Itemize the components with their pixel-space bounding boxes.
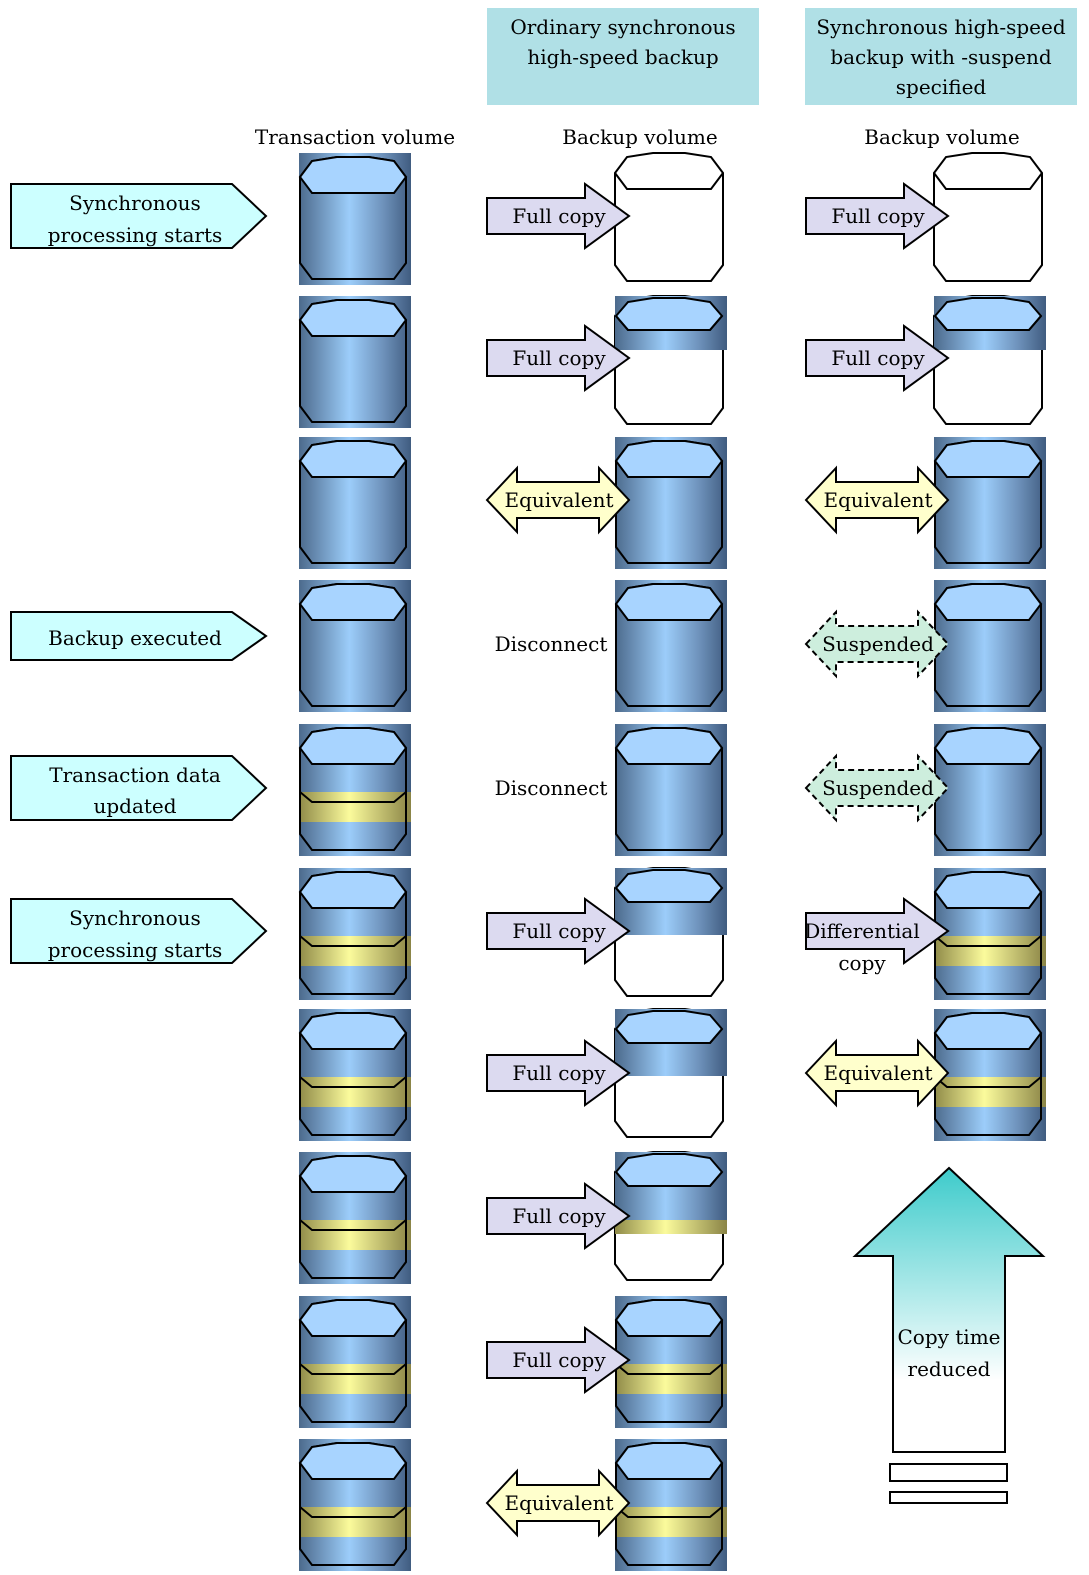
backup-ordinary-volume-1 <box>614 152 724 282</box>
transaction-volume-1 <box>298 153 411 285</box>
header-suspend: Synchronous high-speed backup with -susp… <box>805 8 1077 105</box>
backup-ordinary-volume-8 <box>614 1151 727 1281</box>
copy-time-reduced-line-2: reduced <box>908 1357 991 1381</box>
differential-copy-line-1: Differential <box>804 919 920 943</box>
suspend-arrow-7-label: Equivalent <box>823 1061 932 1085</box>
backup-suspend-volume-5 <box>933 724 1046 856</box>
ordinary-arrow-8: Full copy <box>486 1182 631 1250</box>
suspend-arrow-4: Suspended <box>804 609 950 679</box>
ordinary-arrow-7-label: Full copy <box>512 1061 606 1085</box>
ordinary-disconnect-1: Disconnect <box>495 632 608 656</box>
copy-time-reduced-arrow: Copy time reduced <box>852 1166 1046 1504</box>
transaction-volume-2 <box>298 296 411 428</box>
suspend-arrow-5: Suspended <box>804 753 950 823</box>
ordinary-arrow-9: Full copy <box>486 1326 631 1394</box>
transaction-volume-7 <box>298 1009 411 1141</box>
suspend-arrow-2-label: Full copy <box>831 346 925 370</box>
transaction-volume-4 <box>298 580 411 712</box>
suspend-arrow-6: Differential copy <box>804 897 950 975</box>
suspend-arrow-2: Full copy <box>805 324 950 392</box>
volumes-layer <box>298 152 1046 1571</box>
backup-ordinary-volume-5 <box>614 724 727 856</box>
backup-ordinary-volume-9 <box>614 1296 727 1428</box>
ordinary-arrow-6: Full copy <box>486 897 631 965</box>
backup-suspend-volume-1 <box>933 152 1043 282</box>
header-ordinary-line-2: high-speed backup <box>527 45 718 69</box>
backup-ordinary-volume-2 <box>614 295 727 425</box>
ordinary-arrow-1-label: Full copy <box>512 204 606 228</box>
event-backup-executed-label: Backup executed <box>48 626 222 650</box>
ordinary-arrow-6-label: Full copy <box>512 919 606 943</box>
backup-suspend-volume-7 <box>933 1009 1046 1141</box>
backup-suspend-volume-2 <box>933 295 1046 425</box>
backup-suspend-volume-4 <box>933 580 1046 712</box>
backup-ordinary-volume-3 <box>614 437 727 569</box>
header-ordinary-line-1: Ordinary synchronous <box>510 15 735 39</box>
event-sync-start-1: Synchronous processing starts <box>10 183 268 249</box>
backup-ordinary-volume-4 <box>614 580 727 712</box>
ordinary-arrow-3: Equivalent <box>485 465 631 535</box>
ordinary-arrow-2-label: Full copy <box>512 346 606 370</box>
transaction-volume-9 <box>298 1296 411 1428</box>
transaction-volume-8 <box>298 1152 411 1284</box>
backup-ordinary-volume-7 <box>614 1008 727 1138</box>
suspend-arrow-7: Equivalent <box>804 1038 950 1108</box>
column-label-transaction: Transaction volume <box>255 125 455 149</box>
suspend-arrow-3: Equivalent <box>804 465 950 535</box>
backup-suspend-volume-3 <box>933 437 1046 569</box>
event-sync-start-1-line-2: processing starts <box>48 223 223 247</box>
event-backup-executed: Backup executed <box>10 611 268 661</box>
event-transaction-updated-line-2: updated <box>93 794 176 818</box>
header-suspend-line-2: backup with -suspend <box>830 45 1052 69</box>
suspend-arrow-5-label: Suspended <box>822 776 934 800</box>
ordinary-arrow-8-label: Full copy <box>512 1204 606 1228</box>
suspend-arrow-1: Full copy <box>805 182 950 250</box>
backup-ordinary-volume-10 <box>614 1439 727 1571</box>
transaction-volume-3 <box>298 437 411 569</box>
event-sync-start-2-line-1: Synchronous <box>69 906 201 930</box>
transaction-volume-5 <box>298 724 411 856</box>
suspend-arrow-4-label: Suspended <box>822 632 934 656</box>
backup-ordinary-volume-6 <box>614 867 727 997</box>
ordinary-disconnect-2: Disconnect <box>495 776 608 800</box>
header-suspend-line-1: Synchronous high-speed <box>816 15 1065 39</box>
ordinary-arrow-2: Full copy <box>486 324 631 392</box>
column-label-backup-ordinary: Backup volume <box>562 125 717 149</box>
copy-time-reduced-line-1: Copy time <box>897 1325 1000 1349</box>
column-label-backup-suspend: Backup volume <box>864 125 1019 149</box>
event-sync-start-2-line-2: processing starts <box>48 938 223 962</box>
suspend-arrow-3-label: Equivalent <box>823 488 932 512</box>
header-suspend-line-3: specified <box>896 75 987 99</box>
event-transaction-updated-line-1: Transaction data <box>49 763 221 787</box>
header-ordinary: Ordinary synchronous high-speed backup <box>487 8 759 105</box>
ordinary-arrow-10: Equivalent <box>485 1468 631 1538</box>
ordinary-arrow-3-label: Equivalent <box>504 488 613 512</box>
transaction-volume-10 <box>298 1439 411 1571</box>
differential-copy-line-2: copy <box>838 951 886 975</box>
backup-suspend-volume-6 <box>933 868 1046 1000</box>
ordinary-arrow-9-label: Full copy <box>512 1348 606 1372</box>
event-sync-start-1-line-1: Synchronous <box>69 191 201 215</box>
ordinary-arrow-7: Full copy <box>486 1039 631 1107</box>
transaction-volume-6 <box>298 868 411 1000</box>
time-bar-1 <box>889 1463 1008 1482</box>
ordinary-arrow-1: Full copy <box>486 182 631 250</box>
event-transaction-updated: Transaction data updated <box>10 755 268 821</box>
time-bar-2 <box>889 1491 1008 1504</box>
ordinary-arrow-10-label: Equivalent <box>504 1491 613 1515</box>
suspend-arrow-1-label: Full copy <box>831 204 925 228</box>
event-sync-start-2: Synchronous processing starts <box>10 898 268 964</box>
